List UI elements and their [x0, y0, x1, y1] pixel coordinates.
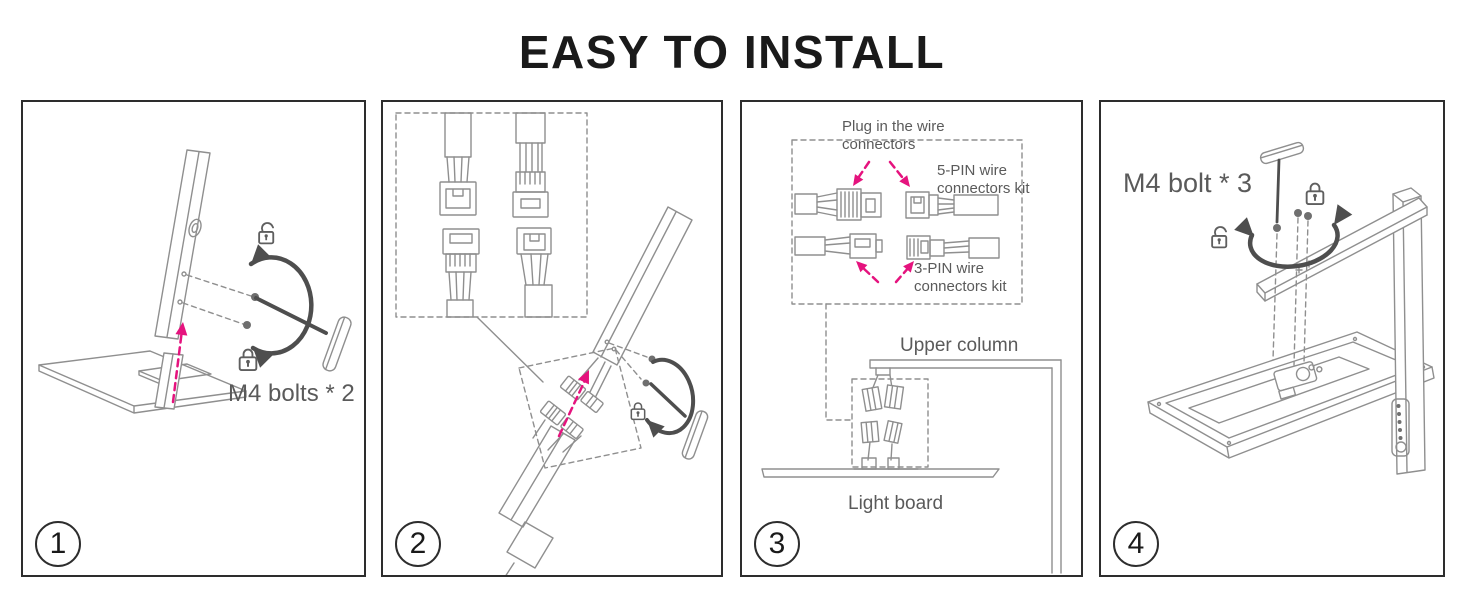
bolt-count-label: M4 bolts * 2	[228, 380, 355, 407]
connectors-inset-box	[791, 139, 1023, 305]
insert-arrow-icon	[171, 322, 188, 404]
light-board-drawing	[761, 457, 1000, 478]
control-panel-drawing	[1391, 398, 1410, 457]
unlock-icon	[1211, 226, 1228, 249]
page-title: EASY TO INSTALL	[518, 26, 946, 78]
lock-icon	[630, 402, 646, 421]
lock-icon	[1305, 182, 1325, 206]
frame-post-drawing	[1391, 187, 1426, 475]
inset-leader-line	[825, 303, 853, 421]
column-drawing	[154, 149, 211, 340]
step-number: 3	[768, 527, 786, 560]
upper-column-label: Upper column	[900, 335, 1019, 356]
rotate-arrow-icon	[1234, 204, 1353, 269]
step-number-badge: 4	[1113, 521, 1159, 567]
three-pin-kit-label: 3-PIN wire connectors kit	[914, 260, 1007, 295]
step-number: 1	[49, 527, 67, 560]
five-pin-connector-pair	[794, 188, 999, 221]
lower-column-drawing	[498, 425, 576, 575]
five-pin-kit-label: 5-PIN wire connectors kit	[937, 162, 1030, 197]
column-joint-drawing	[518, 347, 642, 469]
step-number: 2	[409, 527, 427, 560]
step-number-badge: 2	[395, 521, 441, 567]
light-board-label: Light board	[848, 493, 944, 514]
step-1-drawing	[38, 149, 352, 414]
wire-connectors-inset	[395, 112, 588, 318]
step-2-drawing	[395, 112, 709, 575]
plug-in-label: Plug in the wire connectors	[842, 118, 945, 153]
allen-key-icon	[254, 296, 352, 372]
hanging-connectors-drawing	[860, 374, 905, 461]
upper-column-drawing	[592, 206, 693, 366]
three-pin-connector-pair	[794, 233, 1000, 260]
lock-icon	[238, 348, 258, 372]
step-panel-3: Plug in the wire connectors 5-PIN wire c…	[740, 100, 1083, 577]
step-3-drawing	[761, 139, 1062, 574]
allen-key-icon	[1259, 141, 1305, 224]
step-number-badge: 3	[754, 521, 800, 567]
step-number-badge: 1	[35, 521, 81, 567]
allen-key-icon	[649, 382, 709, 460]
insert-arrow-icon	[557, 370, 589, 438]
bolt-guides	[1272, 217, 1309, 366]
step-panel-2: 2	[381, 100, 723, 577]
step-number: 4	[1127, 527, 1145, 560]
unlock-icon	[258, 222, 275, 245]
step-4-drawing	[1147, 141, 1435, 475]
step-panel-4: M4 bolt * 3 4	[1099, 100, 1445, 577]
bolt-count-label: M4 bolt * 3	[1123, 168, 1253, 198]
rotate-arrow-icon	[645, 357, 696, 438]
light-board-panel-drawing	[1147, 331, 1435, 459]
bracket-drawing	[1273, 361, 1323, 400]
plug-direction-arrows	[853, 160, 914, 284]
step-panel-1: M4 bolts * 2 1	[21, 100, 366, 577]
upper-column-drawing	[869, 359, 1062, 574]
rotate-arrow-icon	[248, 244, 314, 368]
base-drawing	[38, 350, 247, 414]
